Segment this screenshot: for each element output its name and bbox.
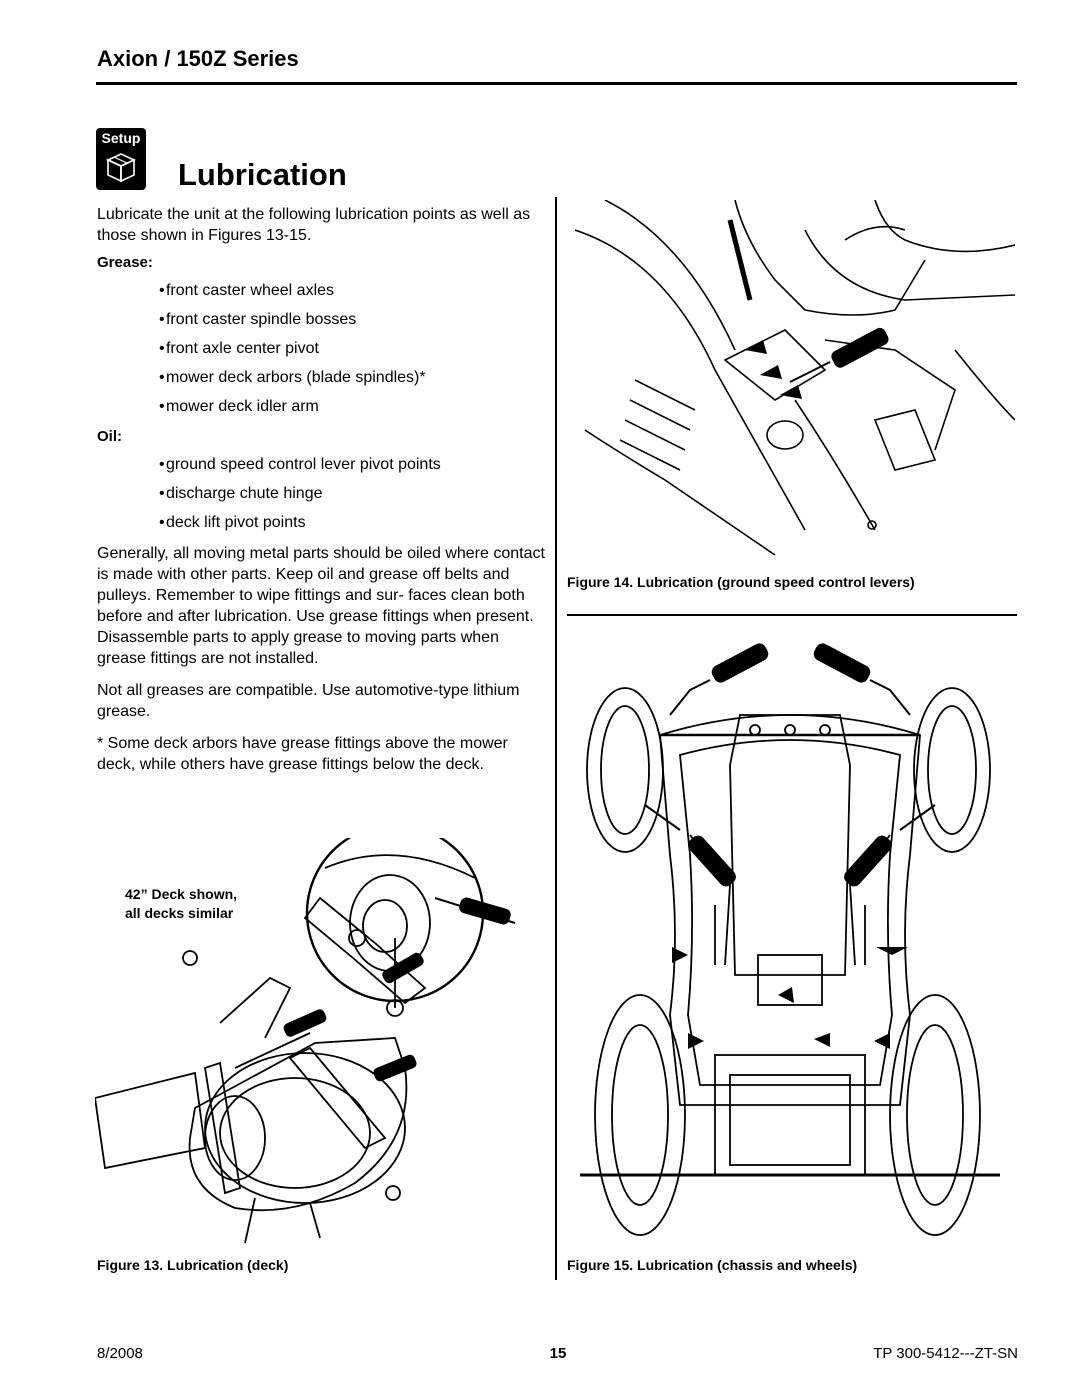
footer-date: 8/2008 bbox=[97, 1345, 143, 1362]
figure-13-note-line: 42” Deck shown, bbox=[125, 886, 238, 902]
figure-15-illustration bbox=[580, 643, 1000, 1236]
oil-heading: Oil: bbox=[97, 428, 122, 445]
intro-text: Lubricate the unit at the following lubr… bbox=[97, 206, 531, 244]
deck-arbor-note-paragraph: * Some deck arbors have grease fittings … bbox=[97, 735, 508, 773]
oil-list-item: • deck lift pivot points bbox=[159, 514, 306, 531]
header-rule bbox=[96, 82, 1017, 85]
series-title: Axion / 150Z Series bbox=[97, 46, 299, 71]
figure-14-caption: Figure 14. Lubrication (ground speed con… bbox=[567, 574, 915, 590]
figure-13-caption: Figure 13. Lubrication (deck) bbox=[97, 1257, 289, 1273]
figure-13-illustration bbox=[95, 838, 516, 1244]
box-icon bbox=[106, 153, 136, 183]
grease-list-item: • front caster wheel axles bbox=[159, 282, 335, 299]
grease-list-item: • front caster spindle bosses bbox=[159, 311, 357, 328]
figure-14-illustration bbox=[575, 200, 1015, 556]
general-oiling-paragraph: Generally, all moving metal parts should… bbox=[97, 545, 545, 667]
oil-list-item: • discharge chute hinge bbox=[159, 485, 323, 502]
section-title: Lubrication bbox=[178, 157, 347, 192]
figure-15-caption: Figure 15. Lubrication (chassis and whee… bbox=[567, 1257, 858, 1273]
grease-heading: Grease: bbox=[97, 254, 153, 271]
footer-document-id: TP 300-5412---ZT-SN bbox=[873, 1345, 1018, 1362]
grease-compatibility-paragraph: Not all greases are compatible. Use auto… bbox=[97, 682, 520, 720]
setup-badge: Setup bbox=[96, 128, 146, 190]
footer-page-number: 15 bbox=[549, 1345, 567, 1362]
column-divider bbox=[555, 197, 557, 1280]
oil-list-item: • ground speed control lever pivot point… bbox=[159, 456, 441, 473]
figure-13-note-line: all decks similar bbox=[125, 905, 234, 921]
grease-list-item: • mower deck idler arm bbox=[159, 398, 319, 415]
figure-13-note: 42” Deck shown, all decks similar bbox=[125, 885, 305, 923]
grease-list-item: • mower deck arbors (blade spindles)* bbox=[159, 369, 426, 386]
figure-14-rule bbox=[567, 614, 1017, 616]
grease-list-item: • front axle center pivot bbox=[159, 340, 319, 357]
setup-badge-label: Setup bbox=[101, 130, 141, 146]
